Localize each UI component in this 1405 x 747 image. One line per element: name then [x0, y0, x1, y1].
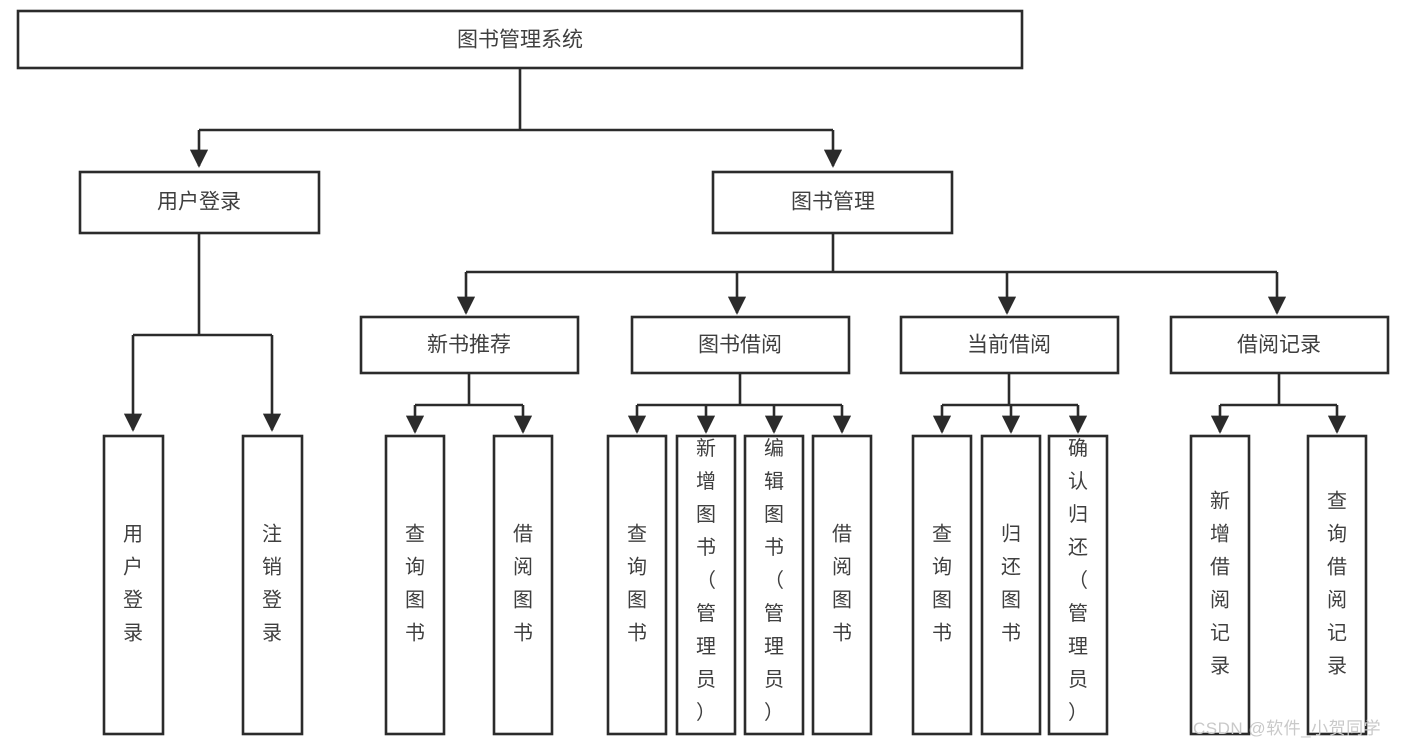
node-root[interactable]: 图书管理系统: [16, 9, 1024, 70]
node-leaf-query-record-box[interactable]: [1306, 434, 1368, 736]
node-leaf-query-book-3[interactable]: 查询图书: [911, 434, 973, 736]
node-leaf-return-book[interactable]: 归还图书: [980, 434, 1042, 736]
node-leaf-add-record-box[interactable]: [1189, 434, 1251, 736]
node-leaf-user-login-box[interactable]: [102, 434, 165, 736]
node-current-borrow-box[interactable]: [899, 315, 1120, 375]
node-leaf-logout-label: 注销登录: [262, 523, 282, 645]
node-current-borrow[interactable]: 当前借阅: [899, 315, 1120, 375]
node-book-borrow[interactable]: 图书借阅: [630, 315, 851, 375]
node-user-login-label: 用户登录: [157, 191, 241, 214]
node-leaf-query-book-3-box[interactable]: [911, 434, 973, 736]
node-leaf-query-book-2[interactable]: 查询图书: [606, 434, 668, 736]
node-leaf-query-record[interactable]: 查询借阅记录: [1306, 434, 1368, 736]
node-leaf-add-book[interactable]: 新增图书（管理员）: [675, 434, 737, 736]
node-leaf-edit-book-label: 编辑图书（管理员）: [764, 437, 784, 724]
node-borrow-record-label: 借阅记录: [1237, 334, 1321, 357]
node-book-management-box[interactable]: [711, 170, 954, 235]
node-leaf-borrow-book-1-label: 借阅图书: [513, 523, 533, 645]
node-leaf-query-book-1-box[interactable]: [384, 434, 446, 736]
node-group: 图书管理系统 用户登录 图书管理 新书推荐 图书借阅 当前: [16, 9, 1390, 736]
node-leaf-logout[interactable]: 注销登录: [241, 434, 304, 736]
node-new-book-recommend-box[interactable]: [359, 315, 580, 375]
node-new-book-recommend-label: 新书推荐: [427, 334, 511, 357]
node-leaf-edit-book[interactable]: 编辑图书（管理员）: [743, 434, 805, 736]
node-leaf-return-book-box[interactable]: [980, 434, 1042, 736]
node-leaf-query-book-2-box[interactable]: [606, 434, 668, 736]
node-borrow-record[interactable]: 借阅记录: [1169, 315, 1390, 375]
node-leaf-logout-box[interactable]: [241, 434, 304, 736]
node-leaf-query-record-label: 查询借阅记录: [1327, 490, 1347, 678]
node-leaf-user-login[interactable]: 用户登录: [102, 434, 165, 736]
csdn-watermark: CSDN @软件_小贺同学: [1193, 719, 1382, 738]
node-leaf-add-record[interactable]: 新增借阅记录: [1189, 434, 1251, 736]
node-leaf-confirm-return[interactable]: 确认归还（管理员）: [1047, 434, 1109, 736]
connector-group: [123, 68, 1347, 434]
node-leaf-add-record-label: 新增借阅记录: [1210, 490, 1230, 678]
node-leaf-query-book-1[interactable]: 查询图书: [384, 434, 446, 736]
node-root-label: 图书管理系统: [457, 29, 583, 52]
node-current-borrow-label: 当前借阅: [967, 334, 1051, 357]
node-leaf-borrow-book-2-box[interactable]: [811, 434, 873, 736]
node-user-login[interactable]: 用户登录: [78, 170, 321, 235]
node-leaf-add-book-box[interactable]: [675, 434, 737, 736]
node-root-box[interactable]: [16, 9, 1024, 70]
node-leaf-query-book-3-label: 查询图书: [932, 523, 952, 645]
node-book-borrow-label: 图书借阅: [698, 334, 782, 357]
node-leaf-add-book-label: 新增图书（管理员）: [696, 437, 716, 724]
node-new-book-recommend[interactable]: 新书推荐: [359, 315, 580, 375]
node-leaf-borrow-book-2-label: 借阅图书: [832, 523, 852, 645]
node-leaf-query-book-1-label: 查询图书: [405, 523, 425, 645]
node-book-management[interactable]: 图书管理: [711, 170, 954, 235]
node-leaf-edit-book-box[interactable]: [743, 434, 805, 736]
node-leaf-confirm-return-label: 确认归还（管理员）: [1068, 437, 1088, 724]
node-book-borrow-box[interactable]: [630, 315, 851, 375]
node-leaf-confirm-return-box[interactable]: [1047, 434, 1109, 736]
node-user-login-box[interactable]: [78, 170, 321, 235]
node-leaf-borrow-book-1[interactable]: 借阅图书: [492, 434, 554, 736]
node-leaf-user-login-label: 用户登录: [123, 524, 143, 645]
node-leaf-borrow-book-1-box[interactable]: [492, 434, 554, 736]
node-leaf-query-book-2-label: 查询图书: [627, 523, 647, 645]
node-borrow-record-box[interactable]: [1169, 315, 1390, 375]
node-leaf-borrow-book-2[interactable]: 借阅图书: [811, 434, 873, 736]
node-book-management-label: 图书管理: [791, 191, 875, 214]
node-leaf-return-book-label: 归还图书: [1001, 523, 1021, 645]
